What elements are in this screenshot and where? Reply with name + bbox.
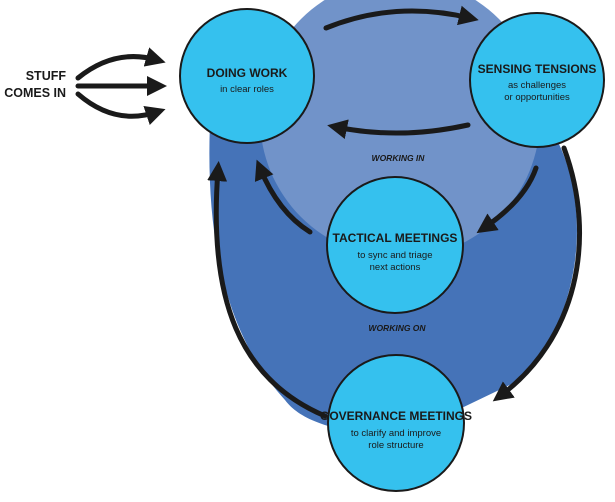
node-tactical-meetings: TACTICAL MEETINGS to sync and triage nex…	[326, 176, 464, 314]
working-in-region	[260, 0, 540, 258]
node-governance-meetings-title: GOVERNANCE MEETINGS	[320, 409, 472, 423]
node-sensing-tensions-circle	[469, 12, 605, 148]
node-tactical-meetings-circle	[326, 176, 464, 314]
arrow-sensing-to-tactical	[476, 165, 539, 234]
node-sensing-tensions-sub1: as challenges	[508, 80, 566, 91]
arrow-input-top	[75, 47, 166, 81]
node-doing-work-circle	[179, 8, 315, 144]
arrow-sensing-to-doing	[327, 119, 471, 139]
working-on-label: WORKING ON	[368, 323, 426, 333]
node-governance-meetings-circle	[327, 354, 465, 492]
node-doing-work: DOING WORK in clear roles	[179, 8, 315, 144]
node-sensing-tensions-title: SENSING TENSIONS	[478, 62, 597, 76]
arrow-input-bottom	[75, 91, 166, 125]
input-label-line1: STUFF	[26, 69, 67, 83]
node-governance-meetings: GOVERNANCE MEETINGS to clarify and impro…	[320, 354, 472, 492]
node-tactical-meetings-title: TACTICAL MEETINGS	[333, 231, 458, 245]
node-tactical-meetings-sub1: to sync and triage	[358, 250, 433, 261]
node-tactical-meetings-sub2: next actions	[370, 262, 421, 273]
arrow-sensing-to-governance	[492, 145, 582, 402]
arrow-doing-to-sensing	[323, 5, 479, 31]
node-sensing-tensions: SENSING TENSIONS as challenges or opport…	[469, 12, 605, 148]
node-governance-meetings-sub1: to clarify and improve	[351, 428, 441, 439]
arrow-governance-to-doing	[207, 161, 328, 419]
working-in-label: WORKING IN	[372, 153, 426, 163]
input-label-line2: COMES IN	[4, 86, 66, 100]
arrow-tactical-to-doing	[254, 159, 313, 235]
flow-arrows	[75, 5, 582, 419]
node-sensing-tensions-sub2: or opportunities	[504, 92, 570, 103]
node-doing-work-sub1: in clear roles	[220, 84, 274, 95]
node-governance-meetings-sub2: role structure	[368, 440, 423, 451]
node-doing-work-title: DOING WORK	[207, 66, 288, 80]
